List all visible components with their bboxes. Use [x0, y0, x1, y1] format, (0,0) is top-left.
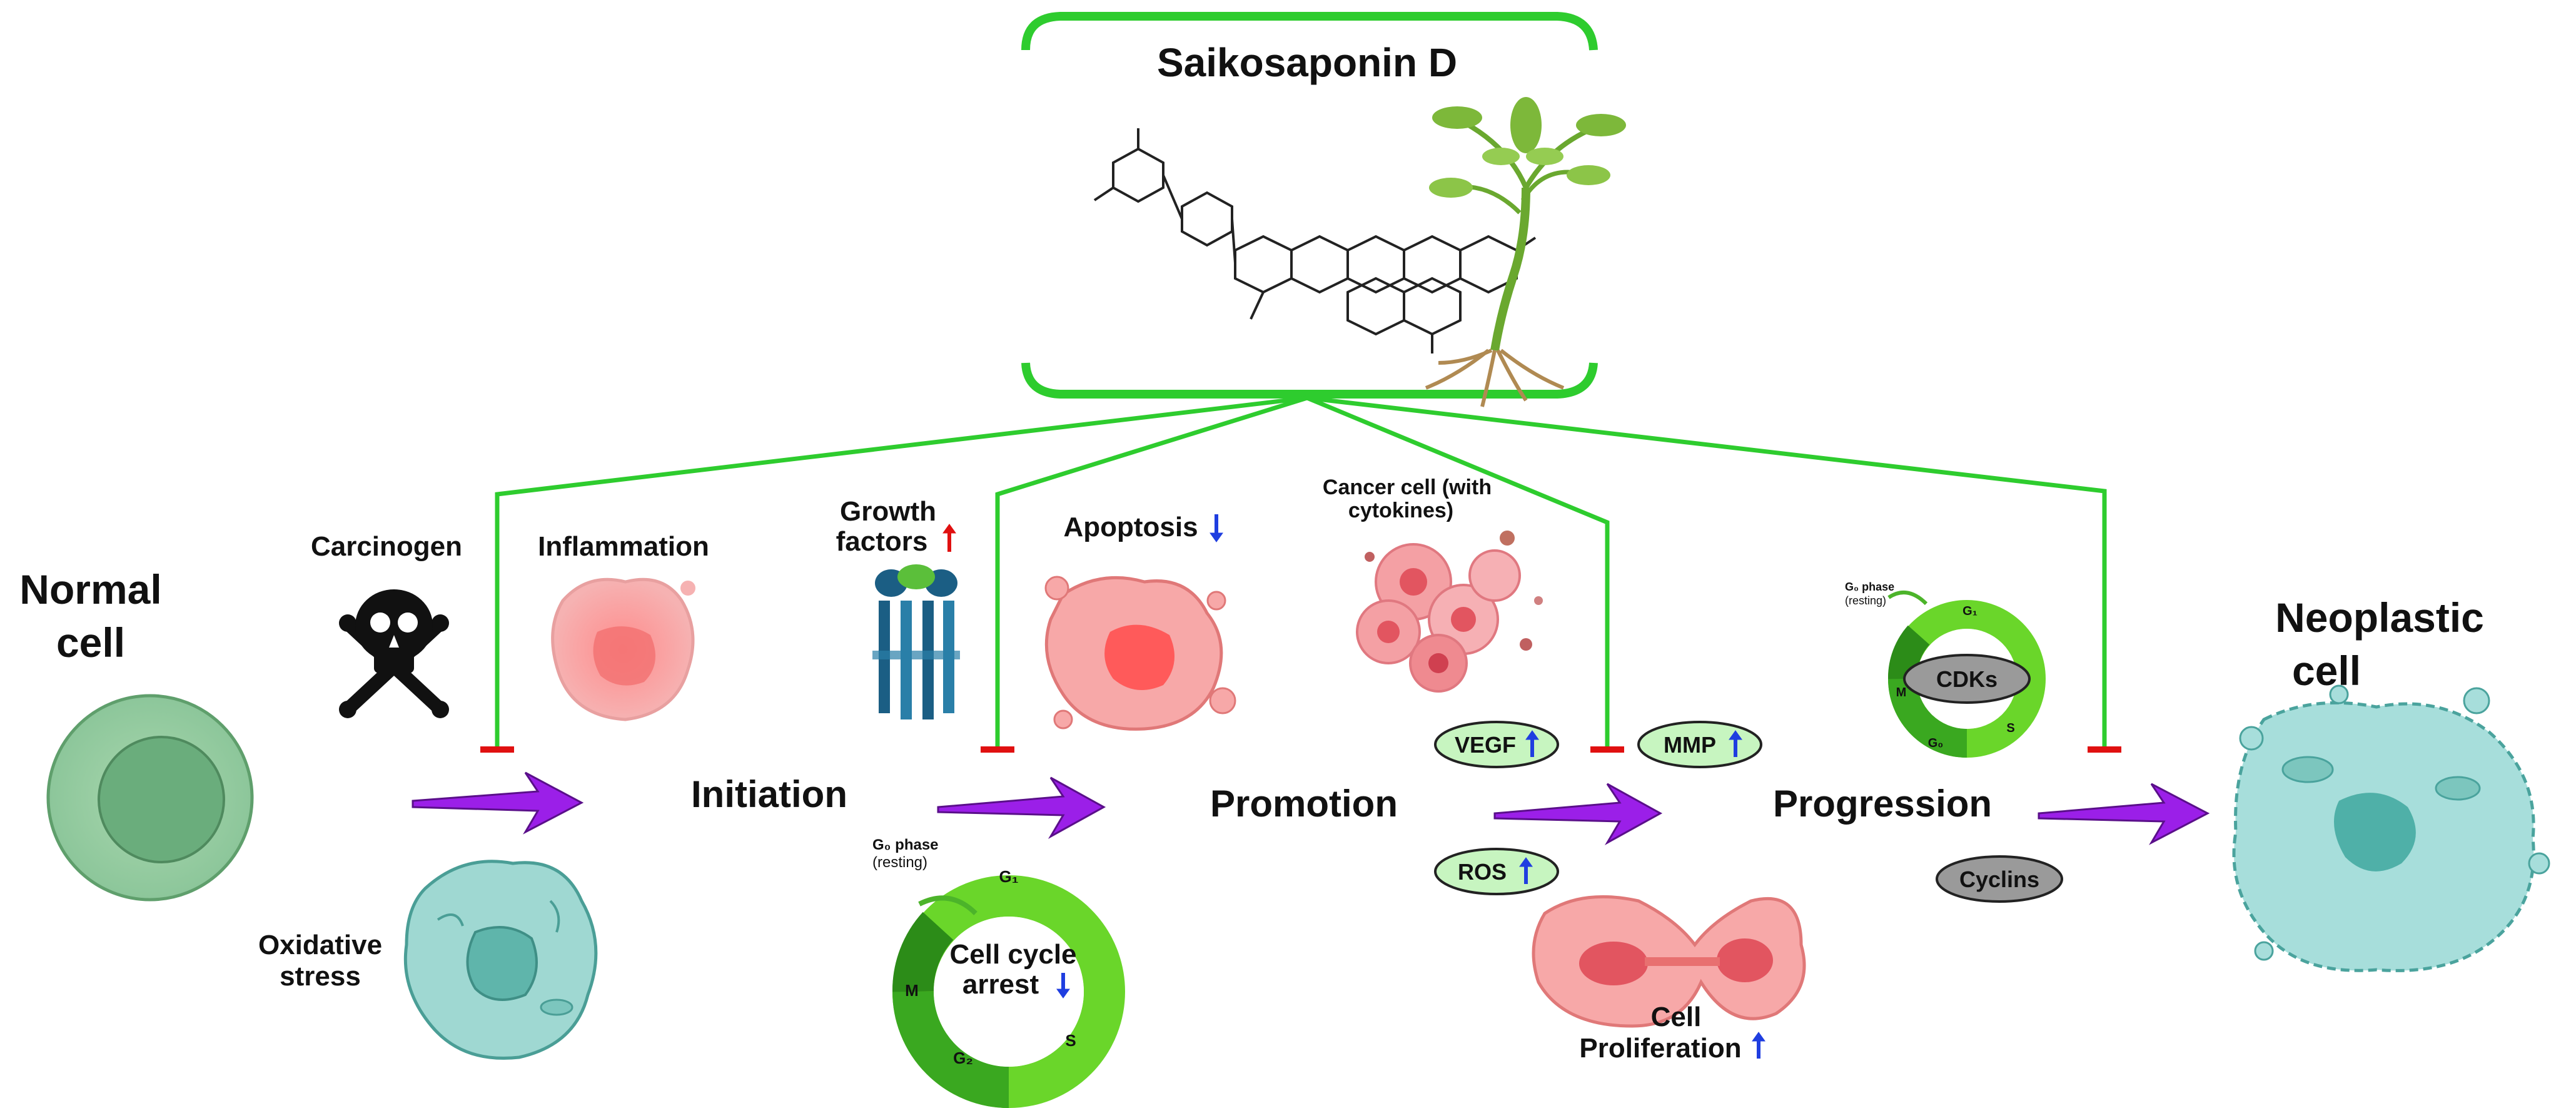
resting-label-small: (resting) — [1845, 594, 1886, 607]
cell-cycle-arrest-label-1: Cell cycle — [949, 939, 1076, 970]
growth-factors-label-1: Growth — [840, 496, 936, 527]
oxidative-stress-label-2: stress — [280, 961, 361, 992]
mmp-badge: MMP — [1637, 721, 1762, 768]
normal-cell — [46, 694, 254, 902]
normal-cell-label-1: Normal — [19, 566, 161, 612]
g1-label-small: G₁ — [1962, 604, 1977, 618]
title-text: Saikosaponin D — [1157, 40, 1457, 85]
arrow-down-icon — [1056, 973, 1070, 999]
saikosaponin-box: Saikosaponin D — [1021, 12, 1626, 407]
ros-badge: ROS — [1434, 848, 1559, 895]
cdks-label: CDKs — [1936, 666, 1998, 692]
molecule-structure — [1093, 128, 1537, 353]
carcinogen-label: Carcinogen — [311, 531, 462, 562]
cancer-cell-label-1: Cancer cell (with — [1323, 475, 1492, 499]
cell-proliferation-label-1: Cell — [1651, 1002, 1702, 1032]
s-label-small: S — [2006, 721, 2014, 735]
cell-cycle-ring — [892, 875, 1125, 1108]
cell-cycle-arrest-label-2: arrest — [962, 969, 1039, 1000]
vegf-badge: VEGF — [1434, 721, 1559, 768]
receptor-icon — [872, 564, 960, 719]
progression-label: Progression — [1773, 783, 1992, 825]
m-label-small: M — [1896, 686, 1907, 699]
oxidative-cell — [403, 860, 598, 1060]
growth-factors-label-2: factors — [836, 526, 928, 557]
g0-phase-label: G₀ phase — [872, 836, 939, 853]
g0-phase-label-small: G₀ phase — [1845, 581, 1894, 593]
arrow-up-icon — [1729, 730, 1742, 757]
skull-crossbones-icon — [339, 589, 449, 718]
cyclins-label: Cyclins — [1959, 867, 2039, 892]
cancer-cell-cluster — [1356, 531, 1543, 693]
bupleurum-plant — [1425, 97, 1626, 407]
progression-arrows — [412, 771, 2210, 845]
m-label: M — [905, 981, 919, 1000]
arrow-up-icon — [1752, 1032, 1765, 1059]
cell-proliferation-label-2: Proliferation — [1579, 1033, 1741, 1064]
promotion-label: Promotion — [1210, 783, 1398, 825]
g0-label-small: G₀ — [1928, 736, 1944, 750]
g1-label: G₁ — [999, 867, 1019, 886]
s-label: S — [1065, 1031, 1076, 1050]
cdks-badge: CDKs — [1903, 654, 2031, 704]
mmp-label: MMP — [1664, 732, 1716, 758]
cyclins-badge: Cyclins — [1936, 855, 2063, 903]
neoplastic-cell-label-1: Neoplastic — [2275, 594, 2484, 641]
inflamed-cell — [551, 577, 695, 721]
cancer-cell-label-2: cytokines) — [1348, 499, 1453, 522]
arrow-up-icon — [1525, 730, 1539, 757]
ros-label: ROS — [1458, 859, 1507, 885]
arrow-up-icon — [1519, 857, 1533, 884]
arrow-up-icon — [942, 524, 956, 552]
neoplastic-cell-label-2: cell — [2292, 648, 2361, 694]
neoplastic-cell — [2232, 684, 2550, 972]
vegf-label: VEGF — [1455, 732, 1516, 758]
arrow-down-icon — [1210, 514, 1223, 542]
oxidative-stress-label-1: Oxidative — [258, 930, 382, 960]
apoptotic-cell — [1044, 576, 1236, 731]
apoptosis-label: Apoptosis — [1063, 512, 1198, 542]
dividing-cell — [1532, 895, 1806, 1028]
initiation-label: Initiation — [691, 773, 847, 815]
normal-cell-label-2: cell — [56, 619, 125, 666]
resting-label: (resting) — [872, 854, 927, 871]
inflammation-label: Inflammation — [538, 531, 709, 562]
inhibition-lines — [495, 395, 2107, 748]
g2-label: G₂ — [953, 1049, 973, 1067]
